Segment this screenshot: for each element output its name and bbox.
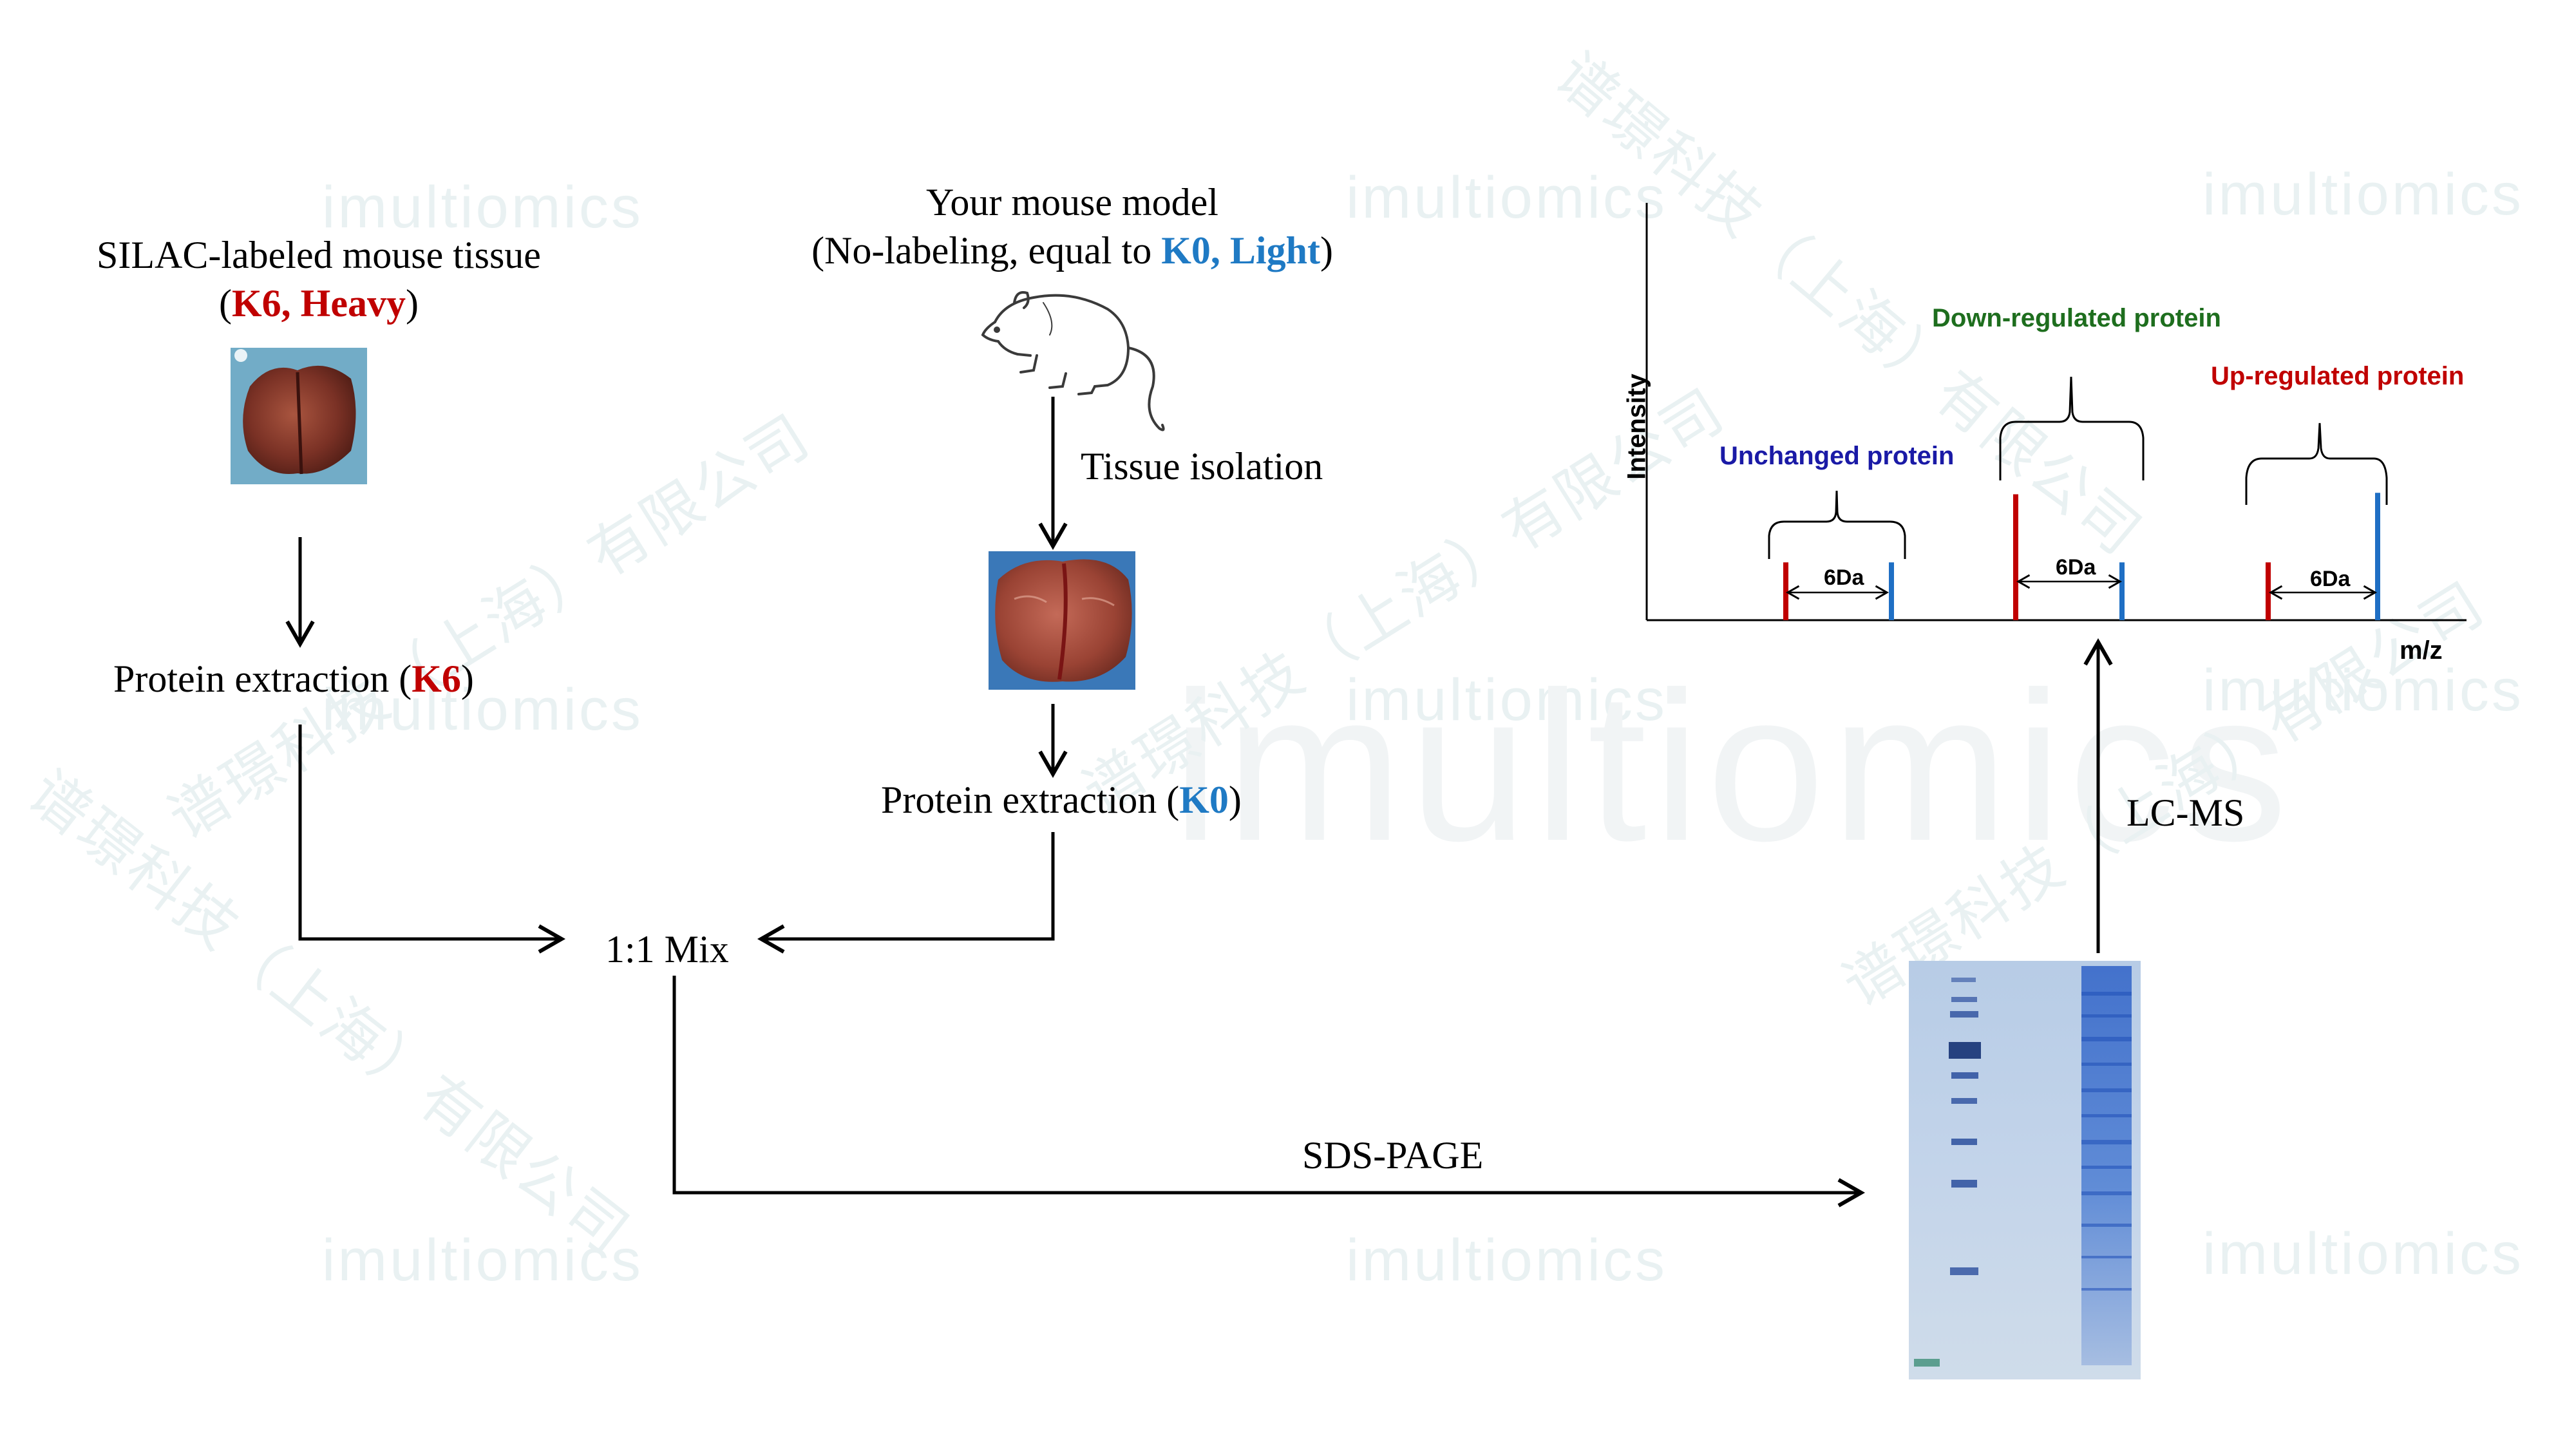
flow-arrows	[300, 397, 2098, 1193]
group-braces	[1769, 377, 2387, 559]
spacing-arrows	[1788, 582, 2375, 592]
ms-spectrum	[1647, 203, 2467, 620]
silac-liver-image	[231, 348, 367, 484]
brace-up	[2246, 423, 2387, 505]
brace-unchanged	[1769, 491, 1905, 559]
arrow-mix-to-gel	[674, 976, 1861, 1193]
gel-sample-lane	[2081, 966, 2132, 1365]
sds-page-gel-image	[1909, 961, 2141, 1379]
arrow-k6-to-mix	[300, 724, 562, 939]
arrow-k0-to-mix	[761, 832, 1053, 939]
brace-down	[2000, 377, 2143, 480]
k0-liver-image	[989, 551, 1135, 690]
mouse-icon	[983, 292, 1164, 430]
